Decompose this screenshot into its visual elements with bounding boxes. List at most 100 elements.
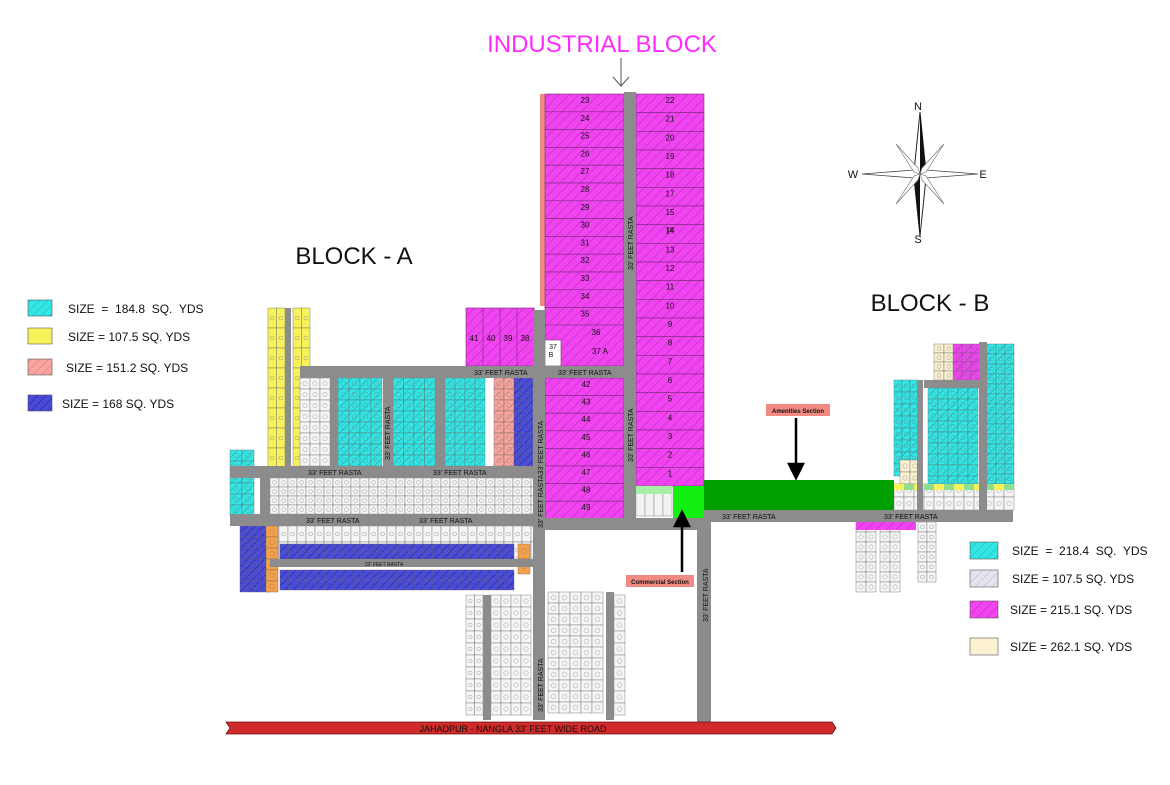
plot <box>613 594 626 608</box>
plot <box>450 569 461 591</box>
plot <box>904 484 914 490</box>
plot <box>337 421 350 434</box>
plot <box>278 486 289 497</box>
plot <box>464 454 476 467</box>
plot <box>441 543 452 560</box>
plot <box>970 370 981 381</box>
plot <box>449 495 460 506</box>
plot <box>986 433 997 445</box>
plot <box>324 569 335 591</box>
plot <box>493 421 505 434</box>
plot <box>1004 453 1015 465</box>
plot <box>474 388 486 401</box>
plot <box>558 591 571 604</box>
plot <box>424 432 436 445</box>
plot <box>937 442 949 455</box>
plot <box>239 558 251 571</box>
plot <box>937 387 949 400</box>
plot <box>879 581 891 593</box>
plot <box>986 423 997 435</box>
plot <box>309 454 321 467</box>
plot <box>404 477 415 488</box>
plot <box>292 307 302 329</box>
plot <box>265 547 279 560</box>
plot <box>893 403 903 417</box>
plot <box>337 432 350 445</box>
industrial-plot: 11 <box>635 280 705 300</box>
plot <box>510 678 522 692</box>
plot <box>348 399 361 412</box>
plot <box>503 443 515 456</box>
road-labels: 33' FEET RASTA 33' FEET RASTA 33' FEET R… <box>306 216 938 712</box>
plot <box>995 473 1006 485</box>
plot <box>503 486 514 497</box>
plot <box>405 543 416 560</box>
plot <box>348 443 361 456</box>
plot <box>296 486 307 497</box>
plot <box>865 541 877 553</box>
legend-a-label-2: SIZE = 107.5 SQ. YDS <box>68 330 190 344</box>
plot <box>444 454 456 467</box>
plot <box>865 561 877 573</box>
plot <box>909 391 919 405</box>
plot <box>315 543 326 560</box>
plot <box>986 463 997 475</box>
plot <box>370 432 383 445</box>
plot-number: 4 <box>668 413 673 422</box>
plot <box>493 399 505 412</box>
plot <box>301 347 311 369</box>
legend-block-b: SIZE = 218.4 SQ. YDS SIZE = 107.5 SQ. YD… <box>969 541 1148 656</box>
plot <box>909 403 919 417</box>
plot <box>986 343 997 355</box>
plot <box>500 678 512 692</box>
plot <box>377 495 388 506</box>
plot <box>342 543 353 560</box>
plot <box>404 495 415 506</box>
plot <box>613 702 626 716</box>
plot <box>319 377 331 390</box>
legend-a-label-3: SIZE = 151.2 SQ. YDS <box>66 361 188 375</box>
plot <box>269 486 280 497</box>
plot <box>476 525 487 543</box>
plot <box>309 432 321 445</box>
plot <box>486 569 497 591</box>
plot <box>954 484 964 490</box>
plot <box>886 522 896 530</box>
plot <box>490 642 502 656</box>
plot <box>405 569 416 591</box>
industrial-plot: 28 <box>544 182 625 202</box>
plot <box>287 477 298 488</box>
legend-b-swatch-2 <box>969 569 999 588</box>
plot <box>465 654 475 668</box>
plot <box>933 496 945 511</box>
plot <box>440 525 451 543</box>
plot <box>909 427 919 441</box>
plot <box>297 543 308 560</box>
plot <box>459 543 470 560</box>
plot <box>513 443 524 456</box>
plot <box>296 477 307 488</box>
plot <box>879 541 891 553</box>
plot <box>500 666 512 680</box>
plot-group-magenta <box>952 343 981 381</box>
plot <box>269 495 280 506</box>
plot <box>305 495 316 506</box>
plot <box>513 410 524 423</box>
plot <box>314 495 325 506</box>
plot <box>503 504 514 515</box>
plot <box>580 690 593 703</box>
plot <box>431 486 442 497</box>
plot-number: 45 <box>582 433 591 442</box>
plot <box>305 525 316 543</box>
plot <box>404 504 415 515</box>
plot <box>580 624 593 637</box>
plot <box>309 443 321 456</box>
plot <box>580 668 593 681</box>
plot <box>893 439 903 453</box>
plot <box>309 399 321 412</box>
plot <box>370 410 383 423</box>
industrial-block-title: INDUSTRIAL BLOCK <box>487 31 717 58</box>
plot <box>348 388 361 401</box>
plot <box>995 403 1006 415</box>
plot <box>927 387 939 400</box>
